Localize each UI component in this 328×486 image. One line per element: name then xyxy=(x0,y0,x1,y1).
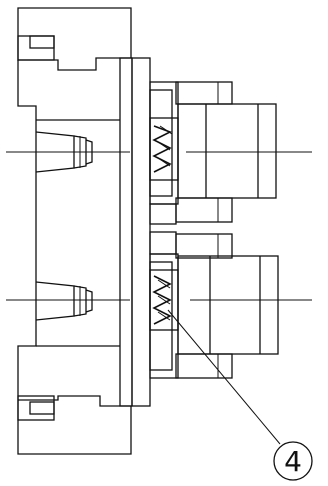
callout-4: 4 xyxy=(167,309,313,481)
lower-tapered-boss xyxy=(35,281,93,321)
top-left-notch xyxy=(17,35,55,61)
callout-circle xyxy=(273,441,313,481)
back-plate xyxy=(36,57,151,407)
callout-leader-line xyxy=(167,309,281,445)
centerlines xyxy=(6,151,312,301)
middle-block xyxy=(149,203,233,259)
housing-outline xyxy=(17,7,132,455)
callout-label: 4 xyxy=(284,445,302,478)
bottom-left-notch xyxy=(17,395,55,421)
lower-spring-assembly xyxy=(149,253,279,379)
upper-spring-assembly xyxy=(149,81,277,223)
